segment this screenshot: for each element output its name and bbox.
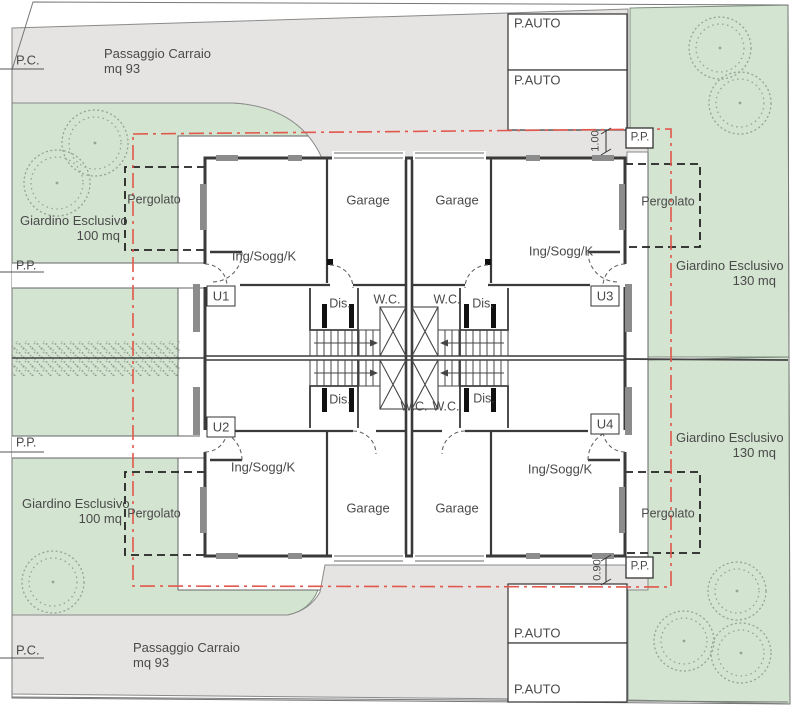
room-label-wc-u3: W.C. bbox=[433, 292, 461, 307]
room-label-garage-u4: Garage bbox=[435, 500, 479, 516]
room-label-dis-u3: Dis. bbox=[472, 296, 494, 311]
passage-areas bbox=[11, 8, 649, 701]
passage-name: Passaggio Carraio bbox=[104, 46, 211, 61]
room-label-garage-u1: Garage bbox=[346, 192, 390, 208]
room-label-wc-u1: W.C. bbox=[373, 292, 401, 307]
tree-icon bbox=[21, 550, 85, 614]
room-label-living-u1: Ing/Sogg/K bbox=[231, 248, 297, 264]
parking-label-bottom-1: P.AUTO bbox=[514, 625, 561, 641]
room-label-living-u4: Ing/Sogg/K bbox=[527, 461, 593, 477]
side-door-openings bbox=[200, 264, 629, 452]
building bbox=[193, 151, 632, 563]
garden-area: 100 mq bbox=[78, 511, 122, 526]
pc-label-bottom: P.C. bbox=[16, 642, 40, 658]
pp-label-southeast: P.P. bbox=[630, 560, 650, 573]
garden-label-right-bottom: Giardino Esclusivo 130 mq bbox=[676, 430, 784, 460]
room-label-living-u3: Ing/Sogg/K bbox=[528, 243, 594, 259]
tree-icon bbox=[688, 16, 752, 80]
garden-name: Giardino Esclusivo bbox=[676, 430, 784, 445]
parking-stalls bbox=[507, 13, 628, 703]
garden-area: 130 mq bbox=[732, 445, 776, 460]
dimension-top: 1.00 bbox=[589, 130, 602, 152]
passage-name: Passaggio Carraio bbox=[133, 640, 240, 655]
pp-label-northeast: P.P. bbox=[630, 131, 650, 144]
garden-right-top bbox=[629, 4, 790, 358]
red-boundary-line bbox=[132, 128, 672, 588]
pc-label-top: P.C. bbox=[16, 52, 40, 68]
parking-label-top-2: P.AUTO bbox=[514, 72, 561, 88]
parking-label-bottom-2: P.AUTO bbox=[514, 681, 561, 697]
room-label-dis-u2: Dis. bbox=[329, 392, 351, 407]
pergola-label-right-top: Pergolato bbox=[641, 194, 695, 209]
stair-arrows bbox=[370, 339, 448, 377]
windows bbox=[193, 155, 632, 559]
door-jambs bbox=[322, 259, 496, 412]
dimension-marks bbox=[600, 127, 612, 586]
passage-bottom bbox=[11, 564, 649, 701]
unit-badge-u2: U2 bbox=[206, 416, 236, 438]
parking-stall-bottom-2 bbox=[507, 642, 628, 703]
room-label-living-u2: Ing/Sogg/K bbox=[230, 459, 296, 475]
tree-icon bbox=[707, 561, 767, 621]
parking-stall-top-2 bbox=[507, 69, 628, 131]
unit-badge-u4: U4 bbox=[590, 413, 620, 435]
room-label-wc-u2: W.C. bbox=[400, 399, 428, 414]
trees bbox=[21, 16, 772, 684]
pp-label-west-top: P.P. bbox=[16, 258, 37, 273]
tree-icon bbox=[23, 149, 91, 217]
west-walkways bbox=[12, 262, 205, 459]
garden-name: Giardino Esclusivo bbox=[20, 213, 128, 228]
pergola-outlines bbox=[124, 163, 701, 556]
garage-doors bbox=[332, 151, 486, 563]
pergola-label-left-bottom: Pergolato bbox=[127, 506, 181, 521]
passage-top bbox=[11, 8, 649, 164]
label-leader-lines bbox=[0, 68, 44, 659]
garden-label-right-top: Giardino Esclusivo 130 mq bbox=[676, 258, 784, 288]
pergola-label-right-bottom: Pergolato bbox=[641, 506, 695, 521]
site-boundary bbox=[11, 1, 791, 705]
building-outer-wall bbox=[203, 156, 627, 558]
pergola-left-top bbox=[124, 166, 205, 251]
parking-label-top-1: P.AUTO bbox=[514, 15, 561, 31]
passage-label-top: Passaggio Carraio mq 93 bbox=[104, 46, 211, 76]
garden-name: Giardino Esclusivo bbox=[22, 496, 130, 511]
room-label-garage-u2: Garage bbox=[346, 500, 390, 516]
room-label-dis-u4: Dis. bbox=[473, 391, 495, 406]
stairs bbox=[309, 329, 509, 387]
passage-label-bottom: Passaggio Carraio mq 93 bbox=[133, 640, 240, 670]
garden-area: 130 mq bbox=[732, 273, 776, 288]
dimension-bottom: 0.90 bbox=[591, 559, 604, 581]
tree-icon bbox=[710, 622, 772, 684]
room-label-wc-u4: W.C. bbox=[432, 399, 460, 414]
garden-right-bottom bbox=[627, 356, 791, 705]
passage-area: mq 93 bbox=[104, 61, 141, 76]
hedge-strip bbox=[12, 341, 789, 376]
interior-walls bbox=[230, 158, 590, 556]
parking-stall-top-1 bbox=[507, 13, 628, 71]
garden-label-left-top: Giardino Esclusivo 100 mq bbox=[20, 213, 128, 243]
passage-area: mq 93 bbox=[133, 655, 170, 670]
room-label-garage-u3: Garage bbox=[435, 192, 479, 208]
unit-badge-u1: U1 bbox=[206, 285, 236, 307]
room-label-dis-u1: Dis. bbox=[329, 296, 351, 311]
pp-boxes bbox=[625, 127, 654, 579]
tree-icon bbox=[653, 610, 715, 672]
pergola-left-bottom bbox=[124, 471, 205, 556]
tree-icon bbox=[61, 109, 129, 177]
garden-area: 100 mq bbox=[76, 228, 120, 243]
garden-name: Giardino Esclusivo bbox=[676, 258, 784, 273]
garden-label-left-bottom: Giardino Esclusivo 100 mq bbox=[22, 496, 130, 526]
parking-stall-bottom-1 bbox=[507, 583, 628, 644]
pergola-right-top bbox=[625, 163, 701, 248]
unit-badge-u3: U3 bbox=[590, 285, 620, 307]
pergola-label-left-top: Pergolato bbox=[127, 192, 181, 207]
tree-icon bbox=[708, 71, 772, 135]
pp-label-west-bottom: P.P. bbox=[16, 435, 37, 450]
